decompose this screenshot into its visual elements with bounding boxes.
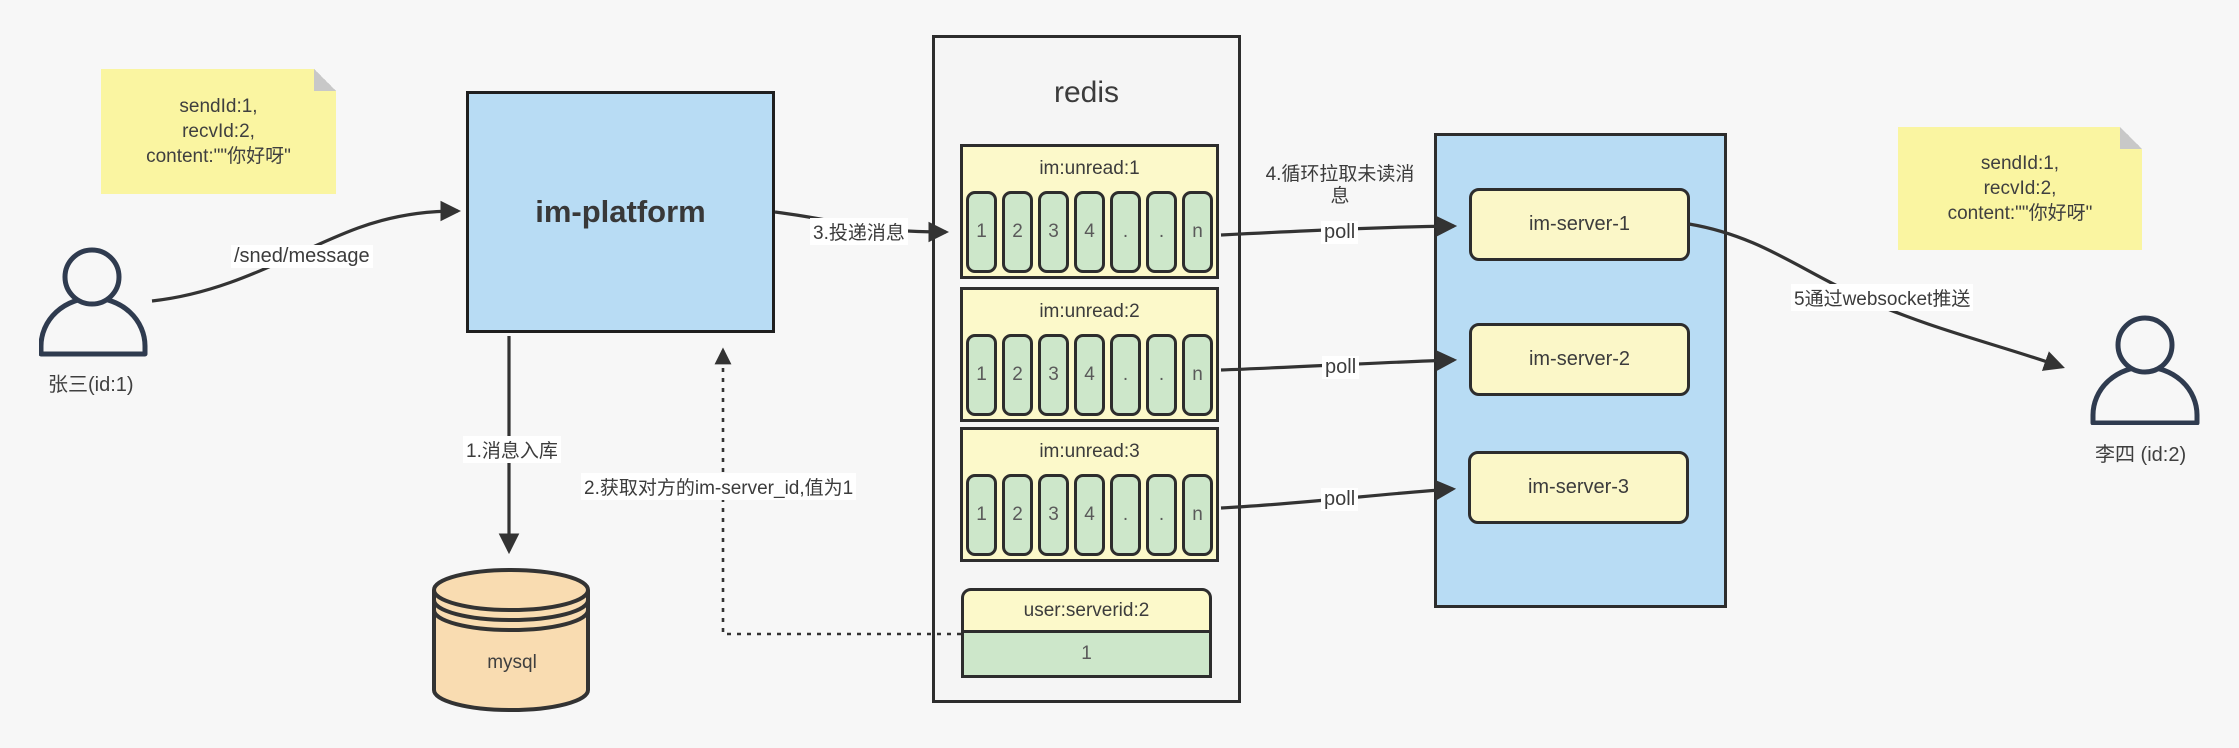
queue-cell: . [1146, 191, 1177, 273]
redis-title: redis [1053, 76, 1120, 109]
note-line: content:""你好呀" [146, 146, 291, 167]
queue-cell: 3 [1038, 191, 1069, 273]
queue-cell: 1 [966, 474, 997, 556]
kv-value-label: 1 [961, 633, 1212, 678]
edge-label-poll-3: poll [1321, 488, 1359, 511]
edge-label-send-message: /sned/message [231, 245, 373, 268]
redis-kv-user-serverid: user:serverid:2 1 [961, 588, 1212, 678]
queue-title: im:unread:2 [1039, 301, 1140, 322]
queue-cell: n [1182, 191, 1213, 273]
sender-label: 张三(id:1) [48, 374, 134, 396]
im-server-2-node: im-server-2 [1469, 323, 1690, 396]
queue-cell: 2 [1002, 334, 1033, 416]
edge-label-poll-2: poll [1322, 356, 1360, 379]
mysql-database-icon: mysql [432, 566, 592, 714]
note-line: sendId:1, [179, 96, 258, 117]
queue-cell: n [1182, 474, 1213, 556]
queue-cell: . [1110, 474, 1141, 556]
queue-cell: . [1146, 334, 1177, 416]
im-server-3-node: im-server-3 [1468, 451, 1689, 524]
queue-cell: 2 [1002, 191, 1033, 273]
queue-cell: 1 [966, 191, 997, 273]
note-fold-icon [2120, 127, 2142, 149]
queue-cell: 4 [1074, 334, 1105, 416]
edge-label-poll-1: poll [1321, 221, 1359, 244]
queue-title: im:unread:3 [1039, 441, 1140, 462]
edge-label-step2: 2.获取对方的im-server_id,值为1 [581, 473, 857, 500]
queue-cell: 3 [1038, 474, 1069, 556]
queue-cell: . [1146, 474, 1177, 556]
queue-cell: 2 [1002, 474, 1033, 556]
queue-cell: . [1110, 191, 1141, 273]
im-server-1-node: im-server-1 [1469, 188, 1690, 261]
queue-cell: . [1110, 334, 1141, 416]
mysql-label: mysql [487, 652, 537, 673]
receiver-sticky-note: sendId:1, recvId:2, content:""你好呀" [1898, 127, 2142, 250]
edge-label-step5: 5通过websocket推送 [1791, 284, 1974, 311]
edge-label-step4: 4.循环拉取未读消息 [1265, 164, 1415, 207]
im-platform-label: im-platform [535, 194, 706, 229]
queue-title: im:unread:1 [1039, 158, 1140, 179]
sender-user-icon [39, 247, 149, 357]
im-platform-node: im-platform [466, 91, 775, 333]
queue-cell: n [1182, 334, 1213, 416]
edge-label-step1: 1.消息入库 [463, 436, 561, 463]
note-line: recvId:2, [182, 121, 255, 142]
sender-sticky-note: sendId:1, recvId:2, content:""你好呀" [101, 69, 336, 194]
note-line: sendId:1, [1980, 153, 2060, 174]
receiver-user-icon [2090, 315, 2200, 425]
kv-key-label: user:serverid:2 [961, 588, 1212, 633]
note-fold-icon [314, 69, 336, 91]
note-line: content:""你好呀" [1947, 203, 2093, 224]
queue-cell: 4 [1074, 191, 1105, 273]
edge-label-step3: 3.投递消息 [810, 218, 908, 245]
queue-cell: 4 [1074, 474, 1105, 556]
queue-cell: 3 [1038, 334, 1069, 416]
receiver-label: 李四 (id:2) [2095, 444, 2187, 466]
note-line: recvId:2, [1983, 178, 2057, 199]
queue-cell: 1 [966, 334, 997, 416]
